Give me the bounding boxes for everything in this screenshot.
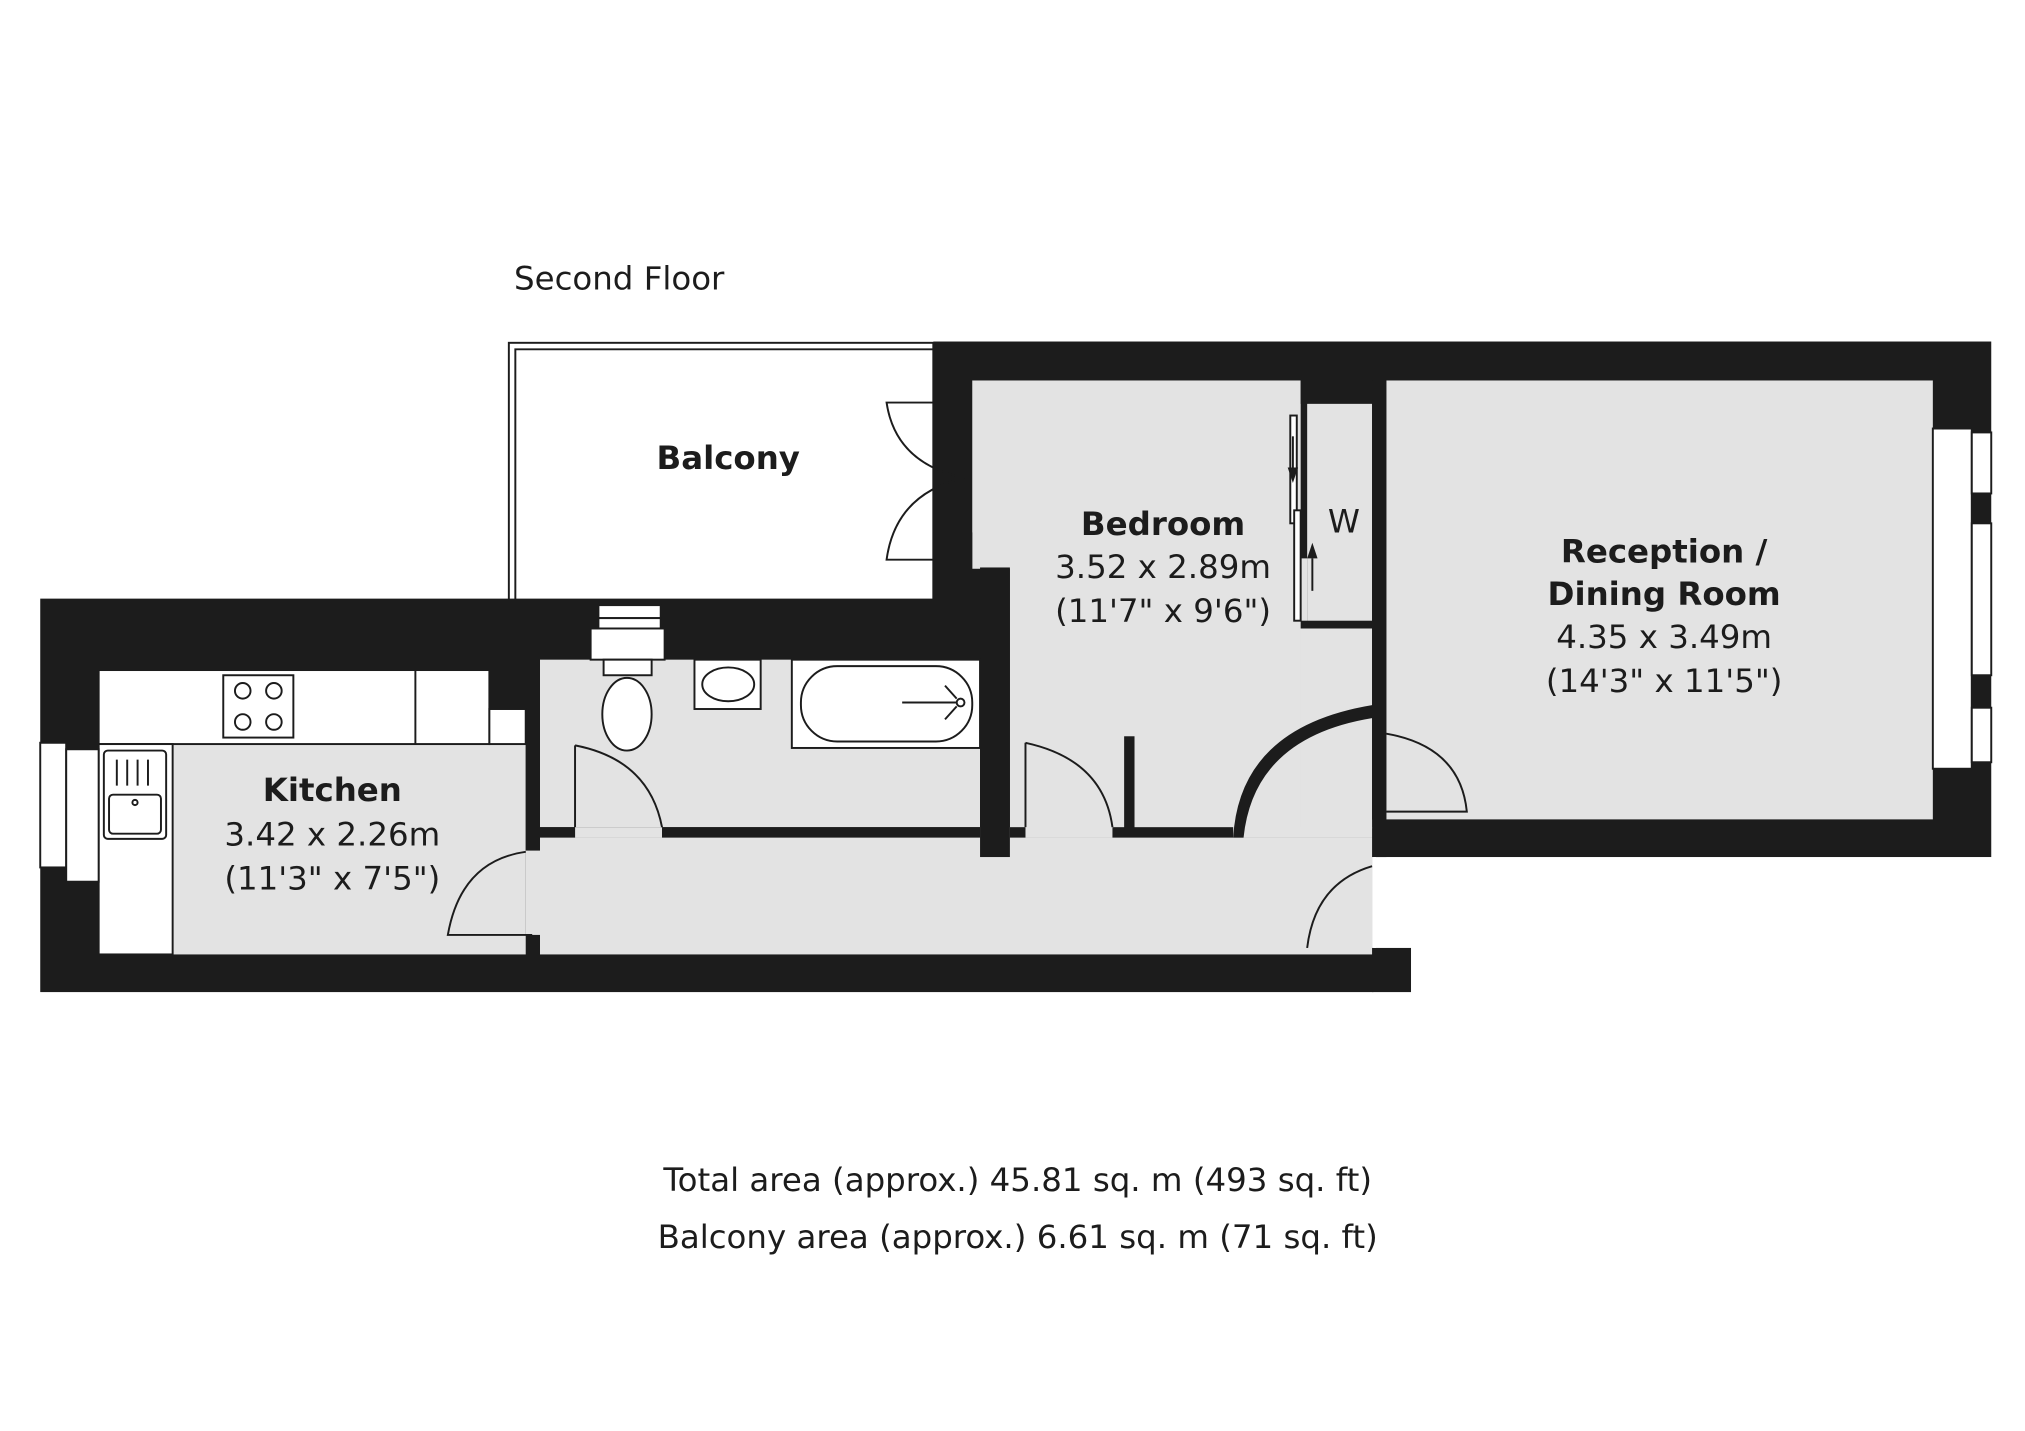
balcony-label: Balcony xyxy=(656,439,799,477)
bedroom-label: Bedroom 3.52 x 2.89m (11'7" x 9'6") xyxy=(1055,505,1271,630)
doors xyxy=(446,401,1468,949)
bedroom-floor xyxy=(972,380,1301,569)
svg-text:Kitchen: Kitchen xyxy=(263,771,402,809)
wardrobe xyxy=(1307,403,1373,628)
kitchen-floor xyxy=(172,744,526,955)
wardrobe-label: W xyxy=(1328,502,1360,540)
svg-text:3.42 x 2.26m: 3.42 x 2.26m xyxy=(224,815,440,853)
floor-title: Second Floor xyxy=(514,260,725,298)
svg-text:Reception /: Reception / xyxy=(1561,532,1768,570)
svg-text:(11'7" x 9'6"): (11'7" x 9'6") xyxy=(1055,592,1271,630)
balcony xyxy=(507,341,935,601)
hall-floor xyxy=(540,837,1373,955)
svg-text:3.52 x 2.89m: 3.52 x 2.89m xyxy=(1055,548,1271,586)
room-floors xyxy=(172,380,1933,955)
bathroom-fixtures xyxy=(589,604,982,752)
kitchen-label: Kitchen 3.42 x 2.26m (11'3" x 7'5") xyxy=(224,771,440,897)
kitchen-fixtures xyxy=(39,669,527,956)
reception-windows xyxy=(1931,427,1993,770)
svg-text:(11'3" x 7'5"): (11'3" x 7'5") xyxy=(224,860,440,898)
reception-label: Reception / Dining Room 4.35 x 3.49m (14… xyxy=(1546,532,1783,700)
svg-text:Dining Room: Dining Room xyxy=(1548,575,1781,613)
internal-walls xyxy=(525,380,1387,955)
reception-floor xyxy=(1386,380,1933,820)
window xyxy=(39,741,68,869)
hob-icon xyxy=(222,674,295,739)
balcony-area: Balcony area (approx.) 6.61 sq. m (71 sq… xyxy=(658,1218,1378,1256)
toilet-icon xyxy=(601,676,653,752)
svg-text:Bedroom: Bedroom xyxy=(1081,505,1245,543)
total-area: Total area (approx.) 45.81 sq. m (493 sq… xyxy=(662,1161,1372,1199)
svg-text:4.35 x 3.49m: 4.35 x 3.49m xyxy=(1556,618,1772,656)
svg-text:(14'3" x 11'5"): (14'3" x 11'5") xyxy=(1546,662,1783,700)
